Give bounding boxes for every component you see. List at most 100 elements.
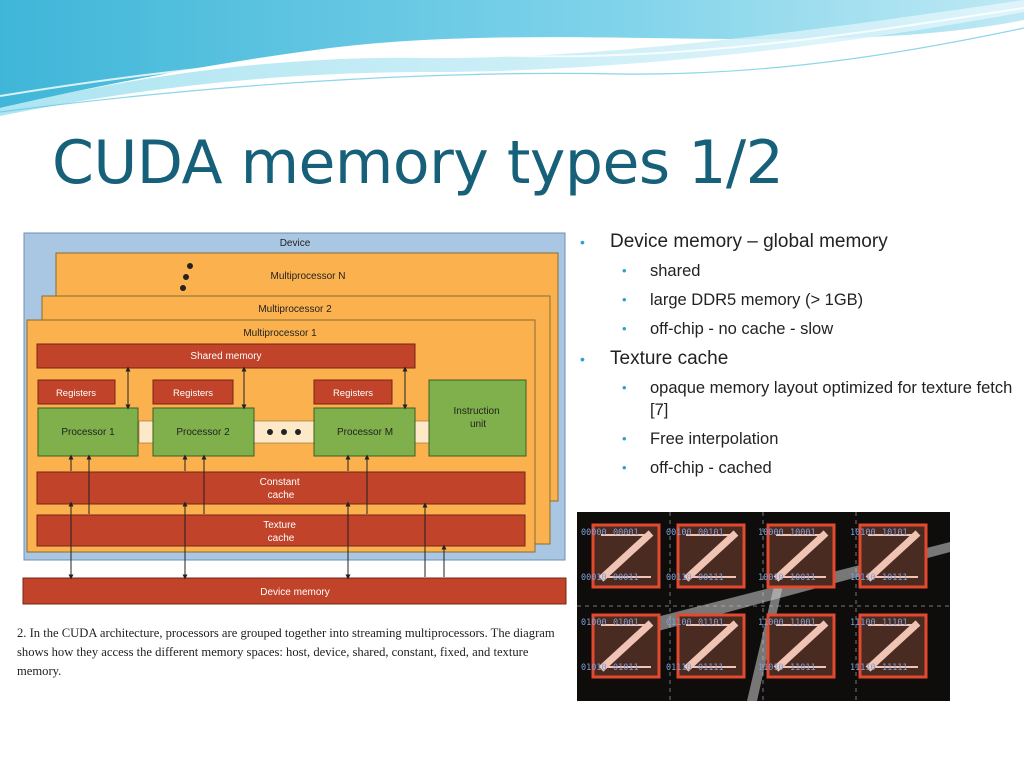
sub-bullet: • large DDR5 memory (> 1GB) (578, 289, 1018, 311)
constant-cache-line: cache (268, 490, 295, 501)
registers-2-box (152, 379, 234, 405)
sub-bullet-text: off-chip - cached (650, 459, 772, 477)
tile-diagonal (683, 530, 739, 582)
shared-memory-label: Shared memory (190, 351, 261, 362)
sub-bullet-text: off-chip - no cache - slow (650, 320, 834, 338)
tile-address-label: 01011 (613, 663, 639, 673)
tile-address-label: 10111 (882, 573, 908, 583)
tile-address-label: 10010 (758, 573, 784, 583)
tile-address-label: 00101 (698, 528, 724, 538)
registers-1-box (37, 379, 116, 405)
stack-ellipsis-dot (187, 263, 193, 269)
sub-bullet: • off-chip - no cache - slow (578, 318, 1018, 340)
stack-ellipsis-dot (180, 285, 186, 291)
instruction-unit-label: Instruction unit (454, 406, 503, 430)
tile-address-label: 11100 (850, 618, 876, 628)
bullet-icon: • (622, 380, 627, 395)
bullet-list: • Device memory – global memory •shared … (578, 230, 1018, 486)
bullet-icon: • (622, 321, 627, 336)
bullet-texture-cache: • Texture cache (578, 347, 1018, 371)
processor-2-box (152, 407, 255, 457)
instruction-unit-line: unit (470, 419, 486, 430)
tile-address-label: 00010 (581, 573, 607, 583)
tile-address-label: 00100 (666, 528, 692, 538)
registers-m-box (313, 379, 393, 405)
texture-tiles: 00000 00001 00100 00101 10000 10001 10100 10101… (577, 512, 950, 701)
tile-address-label: 10001 (790, 528, 816, 538)
bullet-icon: • (622, 292, 627, 307)
bullet-device-memory: • Device memory – global memory (578, 230, 1018, 254)
texture-cache-line: Texture (263, 520, 296, 531)
bullet-icon: • (622, 263, 627, 278)
processor-m-label: Processor M (337, 427, 393, 438)
tile-diagonal (773, 620, 829, 672)
tile-address-label: 10100 (850, 528, 876, 538)
tile-diagonal (598, 530, 654, 582)
tile-address-label: 01111 (698, 663, 724, 673)
registers-1-label: Registers (56, 388, 96, 399)
processor-ellipsis-dot (267, 429, 273, 435)
tile-address-label: 00000 (581, 528, 607, 538)
tile-address-label: 11011 (790, 663, 816, 673)
processor-ellipsis-dot (281, 429, 287, 435)
device-memory-bar (22, 577, 567, 605)
sub-bullet-text: Free interpolation (650, 430, 779, 448)
sub-bullet-text: large DDR5 memory (> 1GB) (650, 291, 864, 309)
bullet-icon: • (580, 234, 585, 250)
texture-cache-line: cache (268, 533, 295, 544)
tile-address-label: 00001 (613, 528, 639, 538)
device-memory-label: Device memory (260, 587, 329, 598)
tile-address-label: 11111 (882, 663, 908, 673)
stack-ellipsis-dot (183, 274, 189, 280)
figure-caption: 2. In the CUDA architecture, processors … (17, 626, 555, 678)
bullet-icon: • (622, 431, 627, 446)
tile-address-label: 01110 (666, 663, 692, 673)
tile-address-label: 10101 (882, 528, 908, 538)
tile-address-label: 10110 (850, 573, 876, 583)
constant-cache-bar (36, 471, 526, 505)
bullet-text: Device memory – global memory (610, 231, 888, 252)
sub-bullet: • off-chip - cached (578, 457, 1018, 479)
texture-cache-bar (36, 514, 526, 547)
tile-address-label: 11001 (790, 618, 816, 628)
constant-cache-line: Constant (260, 477, 300, 488)
sub-bullet-text: opaque memory layout optimized for textu… (650, 379, 1013, 419)
tile-diagonal (865, 620, 921, 672)
data-flow-arrows (68, 366, 447, 580)
sub-bullet-text: shared (650, 262, 701, 280)
tile-address-label: 11000 (758, 618, 784, 628)
bullet-icon: • (580, 351, 585, 367)
texture-layout-image: 00000 00001 00100 00101 10000 10001 10100 10101… (577, 512, 950, 701)
registers-2-label: Registers (173, 388, 213, 399)
tile-address-label: 10000 (758, 528, 784, 538)
tile-diagonal (773, 530, 829, 582)
sub-bullet: • opaque memory layout optimized for text… (578, 377, 1018, 421)
tile-diagonal (598, 620, 654, 672)
processor-ellipsis-dot (295, 429, 301, 435)
slide-title: CUDA memory types 1/2 (52, 128, 784, 198)
tile-address-label: 00111 (698, 573, 724, 583)
tile-address-label: 11101 (882, 618, 908, 628)
bullet-icon: • (622, 460, 627, 475)
architecture-diagram-svg: Device Multiprocessor N Multiprocessor 2… (22, 232, 567, 605)
texture-cache-label: Texture cache (263, 520, 299, 544)
tile-address-label: 01101 (698, 618, 724, 628)
cuda-architecture-diagram: Device Multiprocessor N Multiprocessor 2… (15, 228, 572, 688)
processor-1-label: Processor 1 (61, 427, 115, 438)
sub-bullet: • shared (578, 260, 1018, 282)
tile-address-label: 11110 (850, 663, 876, 673)
device-label: Device (280, 238, 311, 249)
processor-2-label: Processor 2 (176, 427, 230, 438)
tile-address-label: 11010 (758, 663, 784, 673)
instruction-unit-box (428, 379, 527, 457)
instruction-unit-line: Instruction (454, 406, 500, 417)
tile-address-label: 01001 (613, 618, 639, 628)
tile-diagonal (683, 620, 739, 672)
multiprocessor-2-label: Multiprocessor 2 (258, 304, 332, 315)
sub-bullet: • Free interpolation (578, 428, 1018, 450)
tile-address-label: 00011 (613, 573, 639, 583)
header-wave-banner (0, 0, 1024, 116)
tile-address-label: 01010 (581, 663, 607, 673)
multiprocessor-n-label: Multiprocessor N (270, 271, 345, 282)
tile-address-label: 00110 (666, 573, 692, 583)
